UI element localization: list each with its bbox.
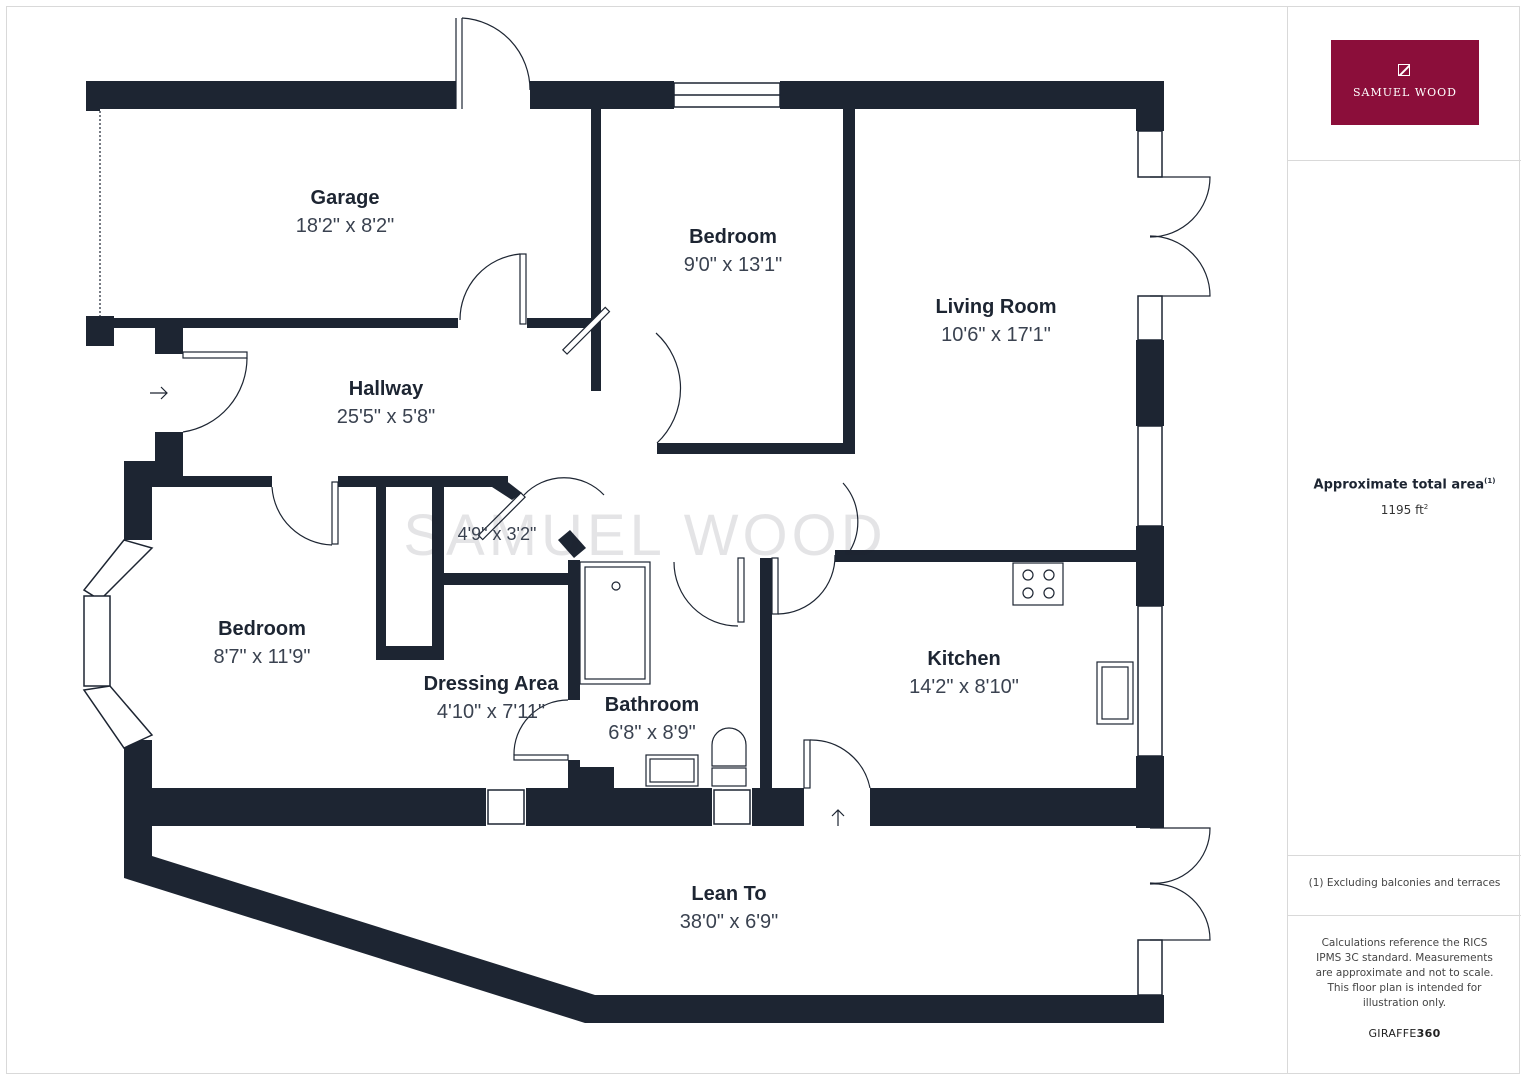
wall	[580, 767, 614, 789]
wall	[558, 530, 586, 558]
divider	[1288, 160, 1521, 161]
area-title: Approximate total area(1)	[1313, 477, 1496, 493]
wall	[1136, 340, 1164, 426]
wall	[835, 550, 1136, 562]
room-name-hallway: Hallway	[349, 378, 424, 400]
wall	[152, 476, 272, 487]
logo-mark-icon	[1398, 64, 1410, 76]
wall	[568, 760, 580, 788]
wall	[1136, 81, 1164, 131]
wall	[124, 856, 1164, 1023]
wall	[530, 81, 674, 109]
divider	[1288, 855, 1521, 856]
wall	[155, 318, 183, 354]
room-name-lean-to: Lean To	[691, 883, 766, 905]
door	[1149, 827, 1211, 884]
wall	[657, 443, 855, 454]
wall	[376, 487, 386, 657]
room-dims-cupboard: 4'9" x 3'2"	[458, 524, 537, 544]
door	[182, 351, 248, 359]
room-name-kitchen: Kitchen	[927, 648, 1000, 670]
wall	[124, 788, 486, 826]
room-dims-lean-to: 38'0" x 6'9"	[680, 911, 779, 933]
credit: GIRAFFE360	[1368, 1027, 1441, 1040]
wall	[526, 788, 712, 826]
wall	[568, 560, 580, 700]
room-name-dressing-area: Dressing Area	[424, 673, 560, 695]
disclaimer: Calculations reference the RICS IPMS 3C …	[1315, 937, 1494, 1009]
window	[487, 789, 525, 825]
wall	[376, 646, 444, 660]
wall	[86, 316, 114, 346]
window	[1137, 130, 1163, 178]
room-dims-bedroom-1: 9'0" x 13'1"	[684, 254, 783, 276]
wall	[780, 81, 1164, 109]
window	[1137, 425, 1163, 527]
door	[519, 253, 527, 325]
room-dims-living-room: 10'6" x 17'1"	[941, 324, 1051, 346]
room-name-bedroom-1: Bedroom	[689, 226, 777, 248]
window	[713, 789, 751, 825]
toilet	[711, 727, 747, 767]
door	[842, 482, 859, 555]
window	[83, 595, 111, 687]
wall	[444, 573, 570, 585]
room-dims-kitchen: 14'2" x 8'10"	[909, 676, 1019, 698]
door	[561, 306, 611, 355]
wall	[527, 318, 601, 328]
wall	[155, 432, 183, 478]
wall	[870, 788, 1164, 826]
window	[82, 539, 154, 601]
info-panel: SAMUEL WOOD Approximate total area(1) 11…	[1287, 6, 1521, 1074]
room-dims-dressing-area: 4'10" x 7'11"	[437, 701, 545, 723]
wall	[124, 461, 152, 540]
room-dims-garage: 18'2" x 8'2"	[296, 215, 395, 237]
window	[1137, 295, 1163, 341]
wall	[591, 109, 601, 391]
wall	[752, 788, 804, 826]
wall	[86, 81, 456, 109]
door	[477, 492, 526, 541]
room-name-living-room: Living Room	[935, 296, 1056, 318]
room-dims-hallway: 25'5" x 5'8"	[337, 406, 436, 428]
door	[1149, 176, 1211, 238]
room-name-bathroom: Bathroom	[605, 694, 699, 716]
door	[331, 481, 339, 545]
window	[82, 685, 154, 749]
door	[513, 754, 569, 761]
room-dims-bathroom: 6'8" x 8'9"	[608, 722, 695, 744]
room-name-garage: Garage	[311, 187, 380, 209]
wall	[338, 476, 508, 487]
wall	[86, 81, 100, 111]
door	[737, 557, 745, 623]
door	[803, 739, 811, 789]
wall	[114, 318, 458, 328]
wall	[432, 487, 444, 649]
door	[771, 557, 779, 615]
room-name-bedroom-2: Bedroom	[218, 618, 306, 640]
hob	[1012, 562, 1064, 606]
wall	[492, 476, 522, 500]
wall	[843, 109, 855, 454]
company-logo: SAMUEL WOOD	[1331, 40, 1479, 125]
wall	[1136, 526, 1164, 606]
divider	[1288, 915, 1521, 916]
wall	[124, 740, 152, 788]
room-dims-bedroom-2: 8'7" x 11'9"	[213, 646, 310, 668]
window	[1137, 605, 1163, 757]
window	[1137, 939, 1163, 996]
wall	[1136, 995, 1164, 1023]
footnote: (1) Excluding balconies and terraces	[1308, 877, 1501, 889]
logo-text: SAMUEL WOOD	[1352, 86, 1457, 99]
wall	[760, 558, 772, 788]
sheet-border	[6, 6, 1520, 1074]
area-value: 1195 ft2	[1380, 503, 1429, 517]
watermark: SAMUEL WOOD	[403, 503, 886, 568]
